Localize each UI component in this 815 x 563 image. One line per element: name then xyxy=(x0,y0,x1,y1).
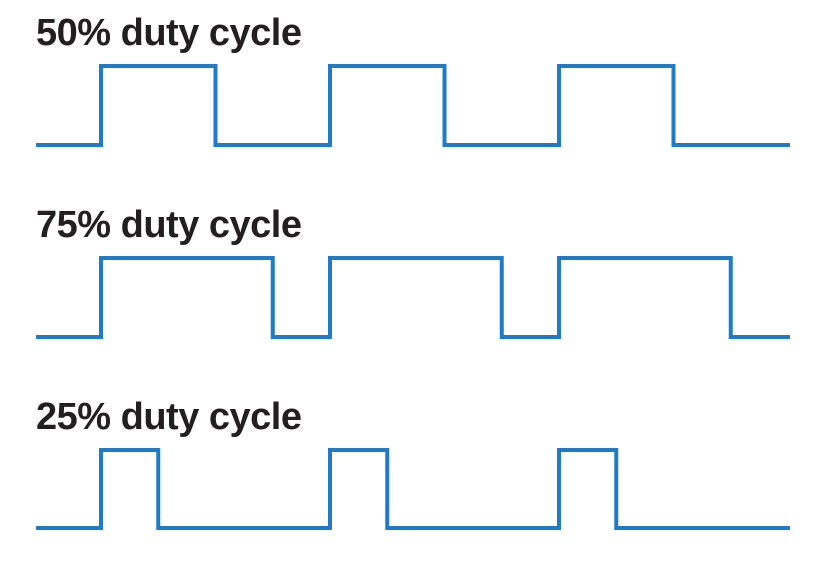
square-wave-50-percent xyxy=(36,64,790,147)
title-50-percent-duty-cycle: 50% duty cycle xyxy=(36,12,302,54)
square-wave-25-percent xyxy=(36,448,790,530)
title-75-percent-duty-cycle: 75% duty cycle xyxy=(36,204,302,246)
square-wave-75-percent xyxy=(36,256,790,339)
title-25-percent-duty-cycle: 25% duty cycle xyxy=(36,396,302,438)
